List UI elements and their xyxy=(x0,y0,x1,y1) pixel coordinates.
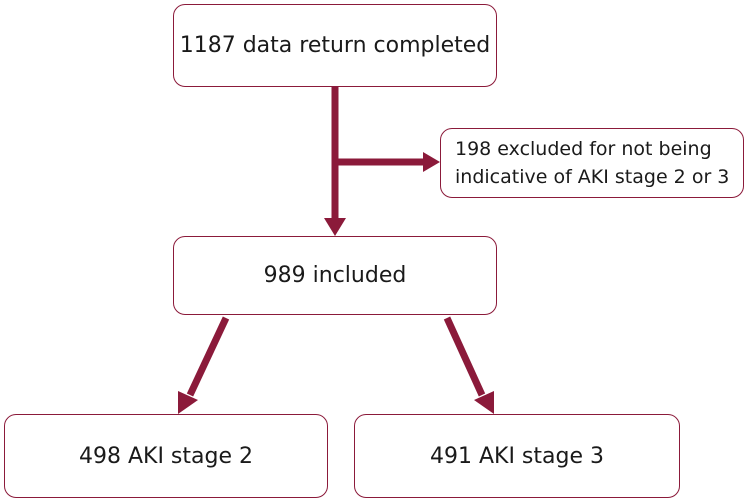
box-excluded: 198 excluded for not being indicative of… xyxy=(440,128,744,198)
box-included-label: 989 included xyxy=(263,263,407,288)
box-data-return-completed: 1187 data return completed xyxy=(173,4,497,87)
arrowhead-right-icon xyxy=(423,152,440,172)
box-aki-stage-3: 491 AKI stage 3 xyxy=(354,414,680,498)
connector-to-stage3 xyxy=(443,316,486,397)
box-data-return-completed-label: 1187 data return completed xyxy=(179,33,491,58)
box-included: 989 included xyxy=(173,236,497,315)
box-aki-stage-2: 498 AKI stage 2 xyxy=(4,414,328,498)
box-aki-stage-3-label: 491 AKI stage 3 xyxy=(429,443,604,469)
arrowhead-stage2-icon xyxy=(178,391,198,414)
box-excluded-label: 198 excluded for not being indicative of… xyxy=(455,138,730,188)
box-aki-stage-2-label: 498 AKI stage 2 xyxy=(78,443,253,469)
arrowhead-down-icon xyxy=(324,218,346,236)
connector-to-stage2 xyxy=(186,316,230,397)
arrowhead-stage3-icon xyxy=(474,391,494,414)
